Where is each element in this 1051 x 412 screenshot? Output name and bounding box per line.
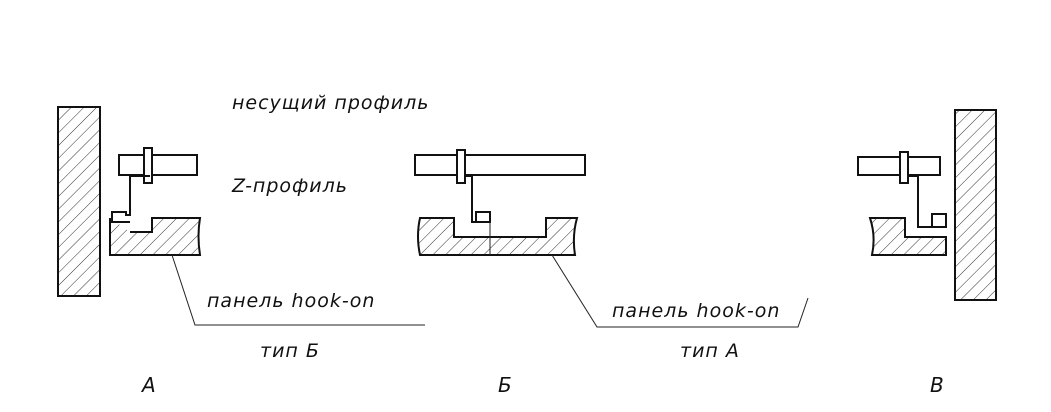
type-left-label: тип Б [260,340,320,362]
view-v [857,109,997,301]
rail-a [118,154,198,176]
view-a-label: А [140,373,157,397]
bearing-profile-label: несущий профиль [232,92,429,114]
panel-b [417,217,579,256]
z-profile-b [465,175,491,223]
z-profile-label: Z-профиль [231,175,348,197]
wall-right [954,109,997,301]
view-b [414,149,809,328]
leader-b [551,254,809,328]
bolt-v [899,151,909,184]
view-b-label: Б [498,373,513,397]
wall-left [57,106,101,297]
z-profile-v [908,175,947,228]
view-v-label: В [930,373,945,397]
panel-a [109,217,202,256]
bolt-a [143,147,153,184]
panel-v [868,217,947,256]
panel-right-label: панель hook-on [612,300,780,322]
leader-a [171,254,425,326]
bolt-b [456,149,466,184]
rail-b [414,154,586,176]
panel-left-label: панель hook-on [207,290,375,312]
view-a [57,106,425,326]
type-right-label: тип А [680,340,740,362]
